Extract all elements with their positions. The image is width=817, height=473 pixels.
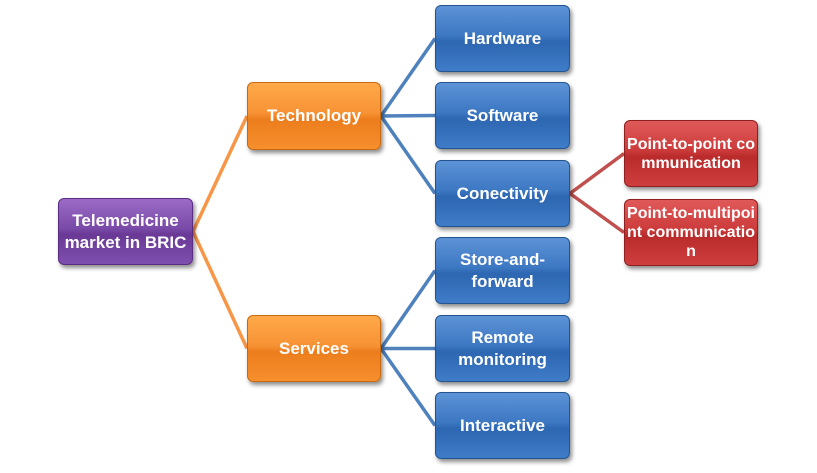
connector-conectivity-point-to-multipoint — [568, 192, 626, 234]
node-services[interactable]: Services — [247, 315, 381, 382]
root-label: Telemedicine market in BRIC — [64, 210, 187, 252]
node-store-and-forward[interactable]: Store-and-forward — [435, 237, 570, 304]
node-technology[interactable]: Technology — [247, 82, 381, 150]
node-software[interactable]: Software — [435, 82, 570, 149]
connector-root-services — [191, 230, 249, 350]
connector-conectivity-point-to-point — [568, 152, 626, 195]
node-interactive[interactable]: Interactive — [435, 392, 570, 459]
connector-technology-conectivity — [379, 114, 437, 195]
node-technology-label: Technology — [266, 106, 362, 125]
node-point-to-multipoint[interactable]: Point-to-multipoint communication — [624, 199, 758, 266]
node-hardware[interactable]: Hardware — [435, 5, 570, 72]
node-conectivity-label: Conectivity — [456, 183, 549, 203]
connector-technology-software — [380, 113, 436, 118]
node-store-and-forward-label: Store-and-forward — [460, 249, 545, 291]
node-software-label: Software — [466, 105, 539, 125]
root-node[interactable]: Telemedicine market in BRIC — [58, 198, 193, 265]
node-interactive-label: Interactive — [459, 415, 546, 435]
node-point-to-point-label: Point-to-point communication — [627, 135, 755, 172]
node-services-label: Services — [279, 338, 349, 358]
node-hardware-label: Hardware — [463, 28, 542, 48]
node-point-to-multipoint-label: Point-to-multipoint communication — [627, 205, 756, 260]
node-remote-monitoring-label: Remote monitoring — [458, 327, 547, 369]
connector-services-store-and-forward — [379, 269, 437, 350]
connector-root-technology — [191, 115, 249, 233]
connector-technology-hardware — [379, 37, 437, 118]
connector-services-interactive — [379, 347, 437, 427]
node-conectivity[interactable]: Conectivity — [435, 160, 570, 227]
node-remote-monitoring[interactable]: Remote monitoring — [435, 315, 570, 382]
node-point-to-point[interactable]: Point-to-point communication — [624, 120, 758, 187]
